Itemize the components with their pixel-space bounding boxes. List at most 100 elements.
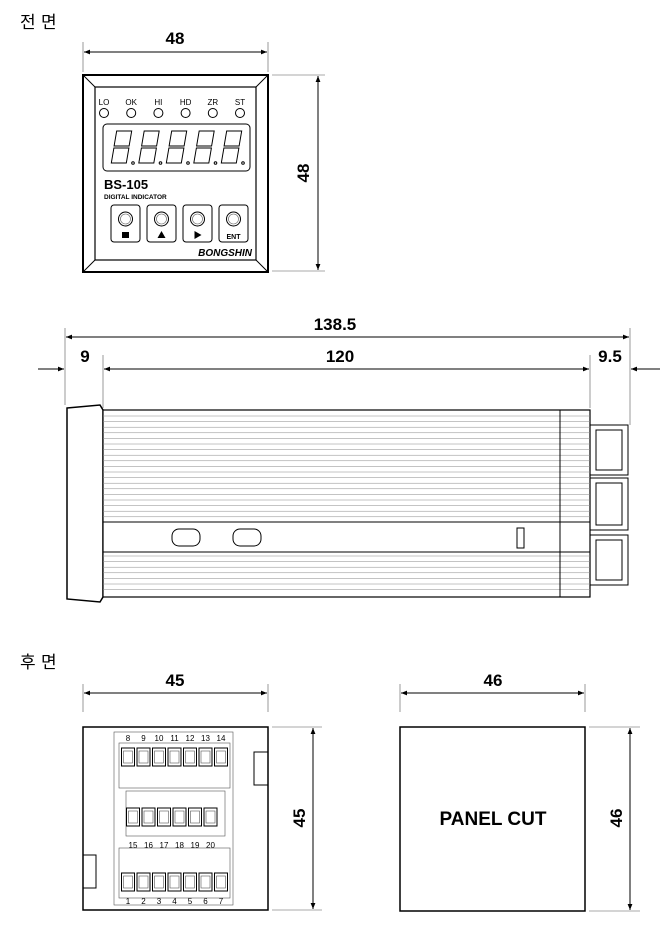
terminal-number: 15 <box>129 841 138 850</box>
seven-segment-digit <box>138 130 163 165</box>
led-label: ST <box>235 98 245 107</box>
led-label: OK <box>125 98 137 107</box>
terminal-number: 2 <box>141 897 146 906</box>
panel-cut-width-dimension: 46 <box>399 671 586 712</box>
right-arrow-icon <box>194 231 202 239</box>
terminal-11: 11 <box>167 734 182 767</box>
side-latch-slot <box>232 528 262 547</box>
led-label: LO <box>99 98 110 107</box>
seven-segment-digit <box>193 130 218 165</box>
front-button-mode[interactable] <box>110 204 141 243</box>
panel-cut-width-label: 46 <box>484 671 503 690</box>
panel-cut-label: PANEL CUT <box>440 809 547 830</box>
led-label: HD <box>180 98 192 107</box>
display-window <box>102 123 251 172</box>
led-icon <box>126 108 137 118</box>
front-width-dimension: 48 <box>82 29 269 72</box>
terminal-3: 3 <box>152 872 166 906</box>
terminal-5: 5 <box>183 872 197 906</box>
led-indicator-ok: OK <box>125 98 138 118</box>
rear-panel <box>82 726 269 911</box>
front-button-right-arrow[interactable] <box>182 204 213 243</box>
terminal-number: 20 <box>206 841 215 850</box>
terminal-number: 9 <box>141 734 146 743</box>
terminal-6: 6 <box>198 872 213 906</box>
led-label: HI <box>154 98 162 107</box>
total-length-label: 138.5 <box>314 315 357 334</box>
front-button-ent[interactable]: ENT <box>218 204 249 243</box>
rear-view-title: 후 면 <box>20 653 57 673</box>
led-icon <box>207 108 218 118</box>
front-width-label: 48 <box>166 29 185 48</box>
rear-depth-label: 9.5 <box>598 347 622 366</box>
rear-height-label: 45 <box>290 809 309 828</box>
terminal-20: 20 <box>203 807 218 850</box>
front-depth-label: 9 <box>80 347 89 366</box>
panel-cut-height-dimension: 46 <box>589 726 640 912</box>
front-button-up-arrow[interactable] <box>146 204 177 243</box>
terminal-16: 16 <box>141 807 156 850</box>
button-label: ENT <box>227 234 242 241</box>
side-part-dimensions: 9 120 9.5 <box>38 347 660 408</box>
terminal-7: 7 <box>214 872 228 906</box>
terminal-10: 10 <box>152 734 166 767</box>
terminal-number: 4 <box>172 897 177 906</box>
body-length-label: 120 <box>326 347 354 366</box>
terminal-number: 1 <box>126 897 131 906</box>
led-icon <box>235 108 245 118</box>
terminal-2: 2 <box>136 872 151 906</box>
front-height-label: 48 <box>294 164 313 183</box>
side-latch-slot <box>171 528 201 547</box>
terminal-8: 8 <box>121 734 135 767</box>
terminal-number: 13 <box>201 734 210 743</box>
model-name: BS-105 <box>104 177 148 192</box>
terminal-number: 18 <box>175 841 184 850</box>
seven-segment-digit <box>110 130 135 165</box>
terminal-4: 4 <box>167 872 182 906</box>
front-view-title: 전 면 <box>20 13 57 33</box>
terminal-18: 18 <box>172 807 187 850</box>
rear-height-dimension: 45 <box>272 726 322 911</box>
terminal-number: 6 <box>203 897 208 906</box>
panel-cut-outline <box>399 726 586 912</box>
terminal-15: 15 <box>126 807 140 850</box>
terminal-17: 17 <box>157 807 171 850</box>
seven-segment-digit <box>165 130 190 165</box>
brand-logo: BONGSHIN <box>198 248 253 259</box>
side-total-dimension: 138.5 <box>64 315 631 425</box>
led-icon <box>99 108 109 118</box>
led-indicator-hi: HI <box>153 98 164 118</box>
terminal-number: 19 <box>191 841 200 850</box>
panel-cut-height-label: 46 <box>607 809 626 828</box>
terminal-19: 19 <box>188 807 202 850</box>
terminal-number: 16 <box>144 841 153 850</box>
terminal-1: 1 <box>121 872 135 906</box>
side-tab <box>516 527 525 549</box>
front-height-dimension: 48 <box>272 74 325 272</box>
side-body <box>66 404 629 603</box>
led-indicator-lo: LO <box>99 98 110 118</box>
terminal-number: 8 <box>126 734 131 743</box>
led-indicator-st: ST <box>235 98 245 118</box>
led-indicator-zr: ZR <box>207 98 218 118</box>
terminal-number: 12 <box>186 734 195 743</box>
terminal-number: 3 <box>157 897 162 906</box>
rear-width-label: 45 <box>166 671 185 690</box>
terminal-number: 14 <box>217 734 226 743</box>
terminal-number: 11 <box>170 734 179 743</box>
model-subtitle: DIGITAL INDICATOR <box>104 194 167 201</box>
terminal-9: 9 <box>136 734 151 767</box>
led-icon <box>180 108 191 118</box>
terminal-number: 10 <box>155 734 164 743</box>
up-arrow-icon <box>157 231 166 238</box>
terminal-12: 12 <box>183 734 197 767</box>
mode-icon <box>122 232 129 238</box>
rear-width-dimension: 45 <box>82 671 269 712</box>
led-label: ZR <box>207 98 218 107</box>
terminal-number: 7 <box>219 897 224 906</box>
terminal-number: 17 <box>160 841 169 850</box>
terminal-number: 5 <box>188 897 193 906</box>
terminal-13: 13 <box>198 734 213 767</box>
side-connectors <box>590 424 629 586</box>
